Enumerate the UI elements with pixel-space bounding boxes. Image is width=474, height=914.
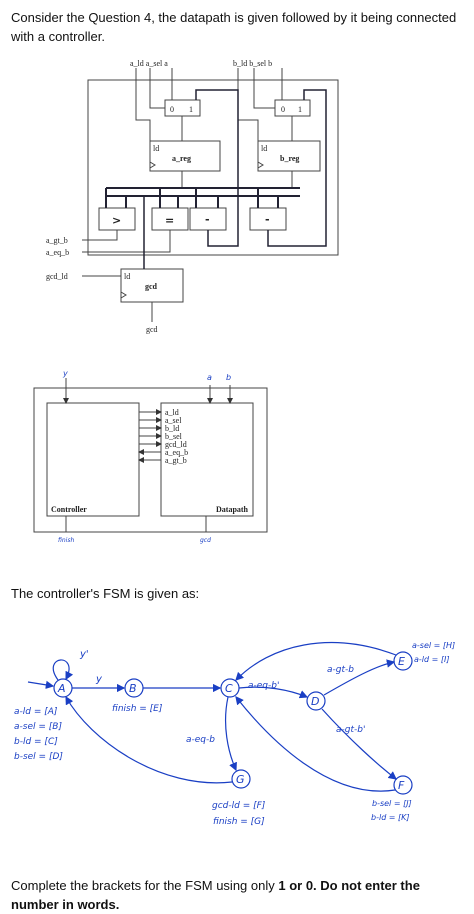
g-out-2: finish = [G] [213,817,265,827]
state-d-label: D [311,695,319,708]
sig-a-eq-b: a_eq_b [165,448,188,457]
b-out: finish = [E] [112,704,163,714]
sig-b-ld: b_ld [165,424,179,433]
a-mux-1: 1 [189,105,193,114]
e-out-2: a-ld = [I] [414,655,449,664]
state-d [306,691,326,711]
datapath-label: Datapath [216,505,249,514]
controller-diagram [33,378,268,533]
y-input-label: y [62,369,68,378]
state-b-label: B [129,682,137,695]
gt-symbol: > [112,214,121,227]
a-sub-symbol: - [205,213,210,226]
sig-a-sel: a_sel [165,416,182,425]
state-g [231,769,251,789]
gcd-reg-ld: ld [124,272,130,281]
a-out-1: a-ld = [A] [14,707,58,717]
instruction-footer: Complete the brackets for the FSM using … [11,876,466,914]
a-out-3: b-ld = [C] [14,737,58,747]
b-input-label: b [226,373,231,382]
gcd-reg-label: gcd [145,282,158,291]
controller-label: Controller [51,505,87,514]
fsm-diagram [27,642,413,795]
outer-frame [33,387,268,533]
a-reg-ld: ld [153,144,159,153]
a-eq-b-prime-label: a-eq-b' [248,681,279,691]
b-top-labels: b_ld b_sel b [233,59,272,68]
b-sub-symbol: - [265,213,270,226]
a-reg-label: a_reg [172,154,191,163]
state-c-label: C [225,682,233,695]
gcd-output-label: gcd [146,325,158,334]
state-e-label: E [398,655,405,668]
a-gt-b-label: a_gt_b [46,236,68,245]
question-intro: Consider the Question 4, the datapath is… [11,10,457,44]
a-reg [149,140,221,172]
state-a-label: A [57,682,66,695]
a-input-label: a [207,373,212,382]
fsm-title: The controller's FSM is given as: [11,586,200,601]
controller-labels: y a b a_ld a_sel b_ld b_sel gcd_ld a_eq_… [51,369,249,544]
eq-symbol: = [165,214,174,227]
sig-gcd-ld: gcd_ld [165,440,187,449]
instruction-bold: 1 or 0. Do not enter the number in words… [11,878,420,912]
state-g-label: G [236,773,245,786]
finish-output-label: finish [58,537,74,544]
state-f-label: F [398,779,405,792]
y-label: y [95,674,103,685]
b-mux-1: 1 [298,105,302,114]
a-gt-b-prime-label: a-gt-b' [336,725,365,735]
gcd-ld-label: gcd_ld [46,272,68,281]
datapath-diagram [82,68,339,322]
a-mux-0: 0 [170,105,174,114]
a-eq-b-label: a_eq_b [46,248,69,257]
datapath-labels: a_ld a_sel a b_ld b_sel b 0 1 0 1 ld a_r… [46,59,302,334]
f-out-2: b-ld = [K] [371,813,410,822]
fsm-labels: A B C D E F G y' y a-ld = [A] a-sel = [B… [14,641,455,827]
b-reg [257,140,321,172]
sig-a-ld: a_ld [165,408,179,417]
controller-block [46,402,140,517]
instruction-text: Complete the brackets for the FSM using … [11,878,279,893]
a-gt-b-label-fsm: a-gt-b [327,665,354,675]
sig-a-gt-b: a_gt_b [165,456,187,465]
b-reg-label: b_reg [280,154,299,163]
gcd-output-label: gcd [200,537,211,544]
sig-b-sel: b_sel [165,432,183,441]
g-out-1: gcd-ld = [F] [212,801,266,811]
f-out-1: b-sel = [J] [372,799,412,808]
b-mux-0: 0 [281,105,285,114]
state-f [393,775,413,795]
datapath-frame [87,79,339,256]
y-prime-label: y' [79,649,89,660]
a-top-labels: a_ld a_sel a [130,59,168,68]
a-out-4: b-sel = [D] [14,752,63,762]
a-out-2: a-sel = [B] [14,722,62,732]
a-eq-b-label-fsm: a-eq-b [186,735,215,745]
e-out-1: a-sel = [H] [412,641,455,650]
b-reg-ld: ld [261,144,267,153]
